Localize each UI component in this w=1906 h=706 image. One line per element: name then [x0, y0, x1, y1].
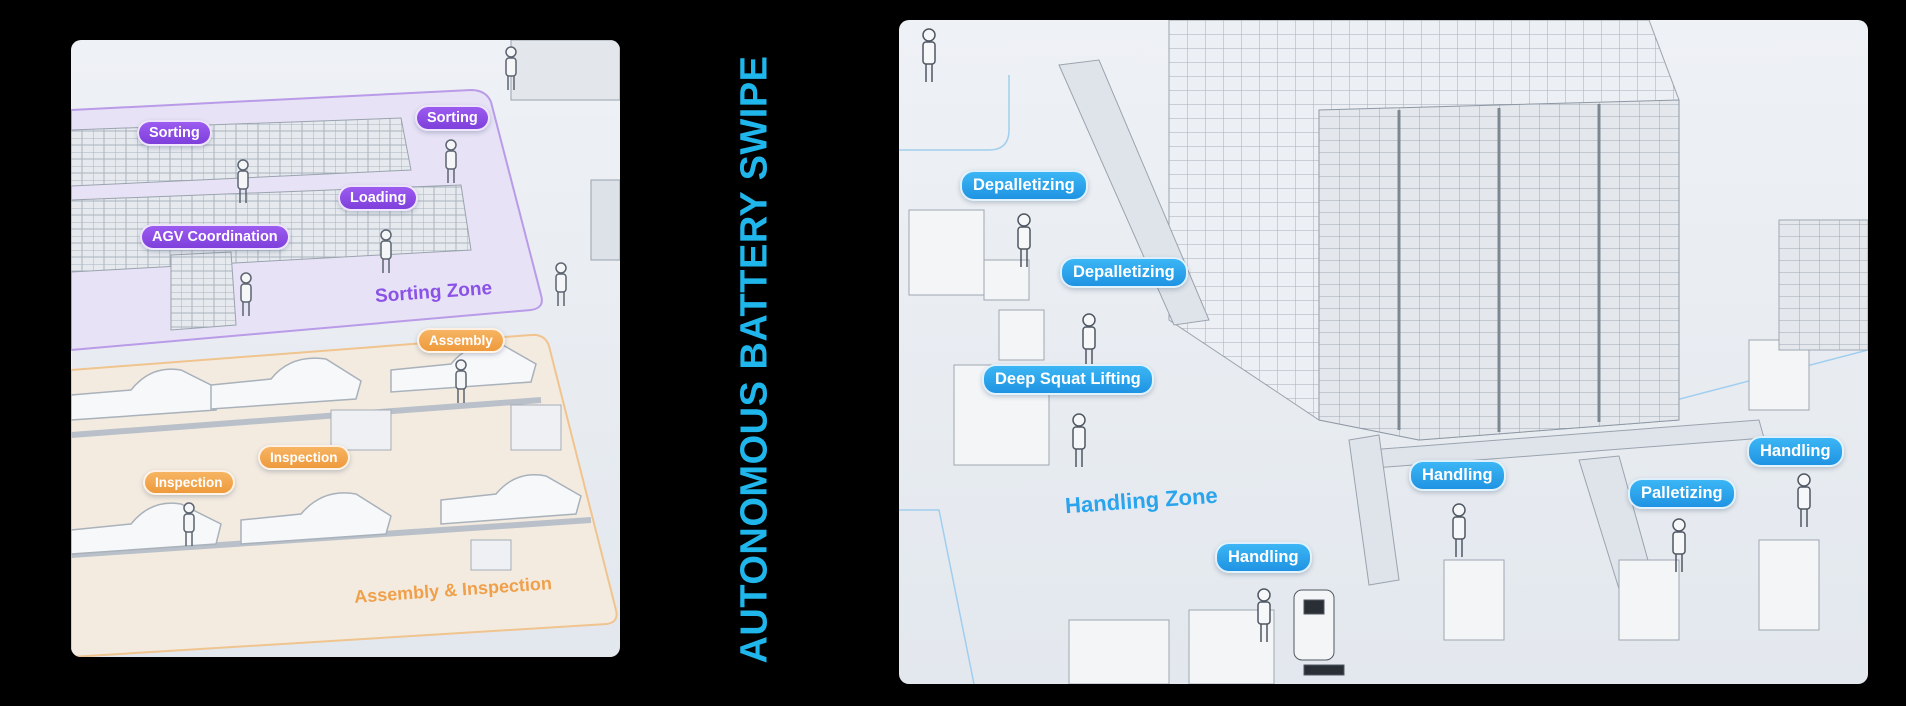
tag-deep-squat-lifting: Deep Squat Lifting [982, 364, 1154, 395]
tag-handling-3: Handling [1215, 542, 1312, 573]
tag-loading: Loading [338, 185, 419, 211]
factory-floor-illustration [71, 40, 620, 657]
humanoid-robots [922, 28, 1811, 642]
tag-inspection-2: Inspection [143, 470, 235, 495]
tag-sorting-1: Sorting [137, 120, 212, 146]
tag-inspection-1: Inspection [258, 445, 350, 470]
warehouse-illustration [899, 20, 1868, 684]
right-scene-panel: Depalletizing Depalletizing Deep Squat L… [899, 20, 1868, 684]
car-bodies [71, 342, 582, 555]
humanoid-robots [183, 46, 567, 546]
left-scene-panel: Sorting Sorting Loading AGV Coordination… [71, 40, 620, 657]
tag-handling-2: Handling [1747, 436, 1844, 467]
tag-sorting-2: Sorting [415, 105, 490, 131]
tag-agv-coordination: AGV Coordination [140, 224, 290, 250]
headline: AUTONOMOUS BATTERY SWIPE [720, 52, 790, 666]
agv-robot [1293, 589, 1345, 676]
automated-storage-rack [1168, 20, 1680, 441]
tag-handling-1: Handling [1409, 460, 1506, 491]
tag-palletizing: Palletizing [1628, 478, 1736, 509]
tag-depalletizing-2: Depalletizing [1060, 257, 1188, 288]
tag-depalletizing-1: Depalletizing [960, 170, 1088, 201]
tag-assembly: Assembly [417, 328, 505, 353]
headline-text: AUTONOMOUS BATTERY SWIPE [733, 54, 776, 664]
